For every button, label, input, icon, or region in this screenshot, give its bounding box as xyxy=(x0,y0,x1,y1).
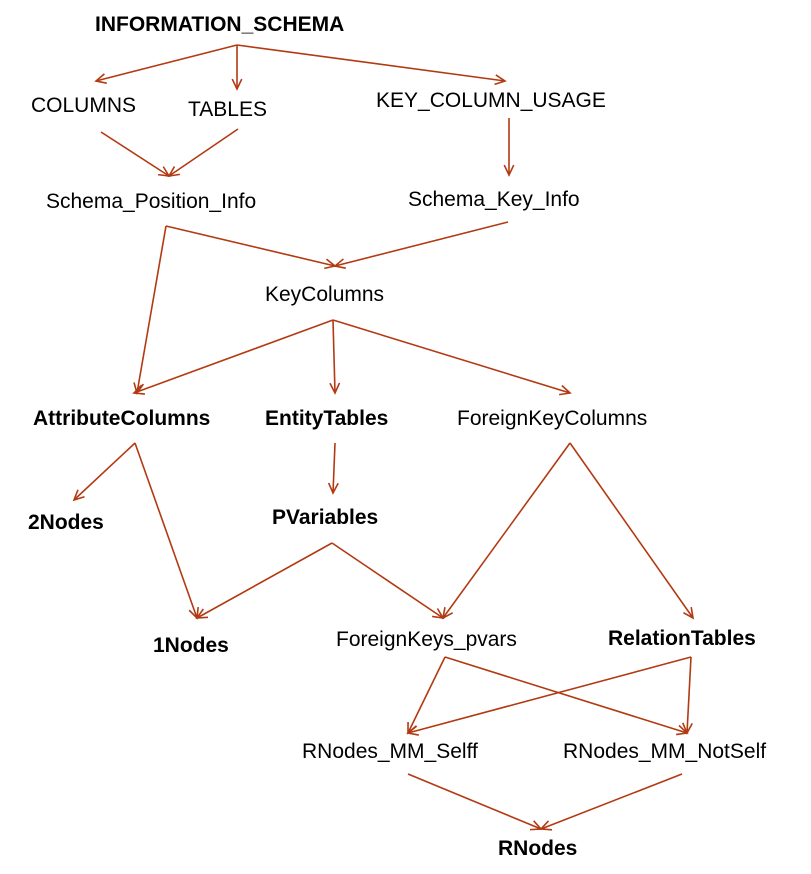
node-pvariables: PVariables xyxy=(272,506,379,529)
node-schema-position-info: Schema_Position_Info xyxy=(46,190,257,213)
edge-entity_tables-to-pvariables xyxy=(327,442,339,495)
arrowhead xyxy=(683,607,695,620)
arrowhead xyxy=(432,608,445,620)
arrowhead xyxy=(682,722,693,735)
node-schema-key-info: Schema_Key_Info xyxy=(408,188,580,211)
edge-pvariables-to-foreign_keys_pvars xyxy=(331,542,445,620)
arrowhead xyxy=(132,384,146,395)
edge-information_schema-to-columns xyxy=(94,44,238,84)
edge-tables-to-schema_position_info xyxy=(167,128,239,178)
edge-schema_position_info-to-key_columns xyxy=(165,225,337,270)
node-foreign-key-columns: ForeignKeyColumns xyxy=(457,407,648,430)
edge-key_columns-to-attribute_columns xyxy=(132,319,334,395)
node-relation-tables: RelationTables xyxy=(608,627,756,650)
arrowhead xyxy=(539,820,553,831)
node-1nodes: 1Nodes xyxy=(153,634,229,657)
node-entity-tables: EntityTables xyxy=(265,407,389,430)
edge-relation_tables-to-rnodes_mm_self xyxy=(406,656,692,736)
edge-attribute_columns-to-two_nodes xyxy=(72,442,136,502)
node-tables: TABLES xyxy=(188,98,267,121)
arrowhead xyxy=(195,608,209,619)
arrowhead xyxy=(157,166,171,178)
node-attribute-columns: AttributeColumns xyxy=(33,407,211,430)
edge-rnodes_mm_self-to-rnodes xyxy=(407,773,543,831)
node-2nodes: 2Nodes xyxy=(28,511,104,534)
arrowhead xyxy=(559,384,572,396)
edge-foreign_keys_pvars-to-rnodes_mm_self xyxy=(407,656,446,735)
edge-key_column_usage-to-schema_key_info xyxy=(503,118,515,177)
edge-pvariables-to-one_nodes xyxy=(195,542,333,619)
arrowhead xyxy=(441,607,454,620)
edge-attribute_columns-to-one_nodes xyxy=(134,442,199,620)
edge-relation_tables-to-rnodes_mm_notself xyxy=(682,656,693,735)
arrowhead xyxy=(494,74,507,86)
edge-information_schema-to-tables xyxy=(231,45,243,91)
edge-columns-to-schema_position_info xyxy=(100,131,171,178)
arrowhead xyxy=(327,482,339,495)
node-rnodes: RNodes xyxy=(498,837,578,860)
edge-schema_position_info-to-attribute_columns xyxy=(133,225,167,395)
node-rnodes-mm-selff: RNodes_MM_Selff xyxy=(302,740,478,763)
arrowhead xyxy=(329,382,341,395)
arrowhead xyxy=(231,78,243,91)
edge-foreign_key_columns-to-relation_tables xyxy=(569,442,695,620)
arrowhead xyxy=(406,725,419,736)
node-information-schema: INFORMATION_SCHEMA xyxy=(95,13,345,36)
arrowhead xyxy=(94,73,107,84)
arrowhead xyxy=(72,489,85,502)
edge-schema_key_info-to-key_columns xyxy=(333,221,509,269)
edge-foreign_key_columns-to-foreign_keys_pvars xyxy=(441,442,571,620)
node-foreignkeys-pvars: ForeignKeys_pvars xyxy=(336,628,517,651)
edge-rnodes_mm_notself-to-rnodes xyxy=(539,773,683,831)
node-columns: COLUMNS xyxy=(31,94,137,117)
edge-information_schema-to-key_column_usage xyxy=(236,44,507,86)
edge-key_columns-to-entity_tables xyxy=(329,319,341,395)
node-key-column-usage: KEY_COLUMN_USAGE xyxy=(376,89,606,112)
arrowhead xyxy=(503,164,515,177)
arrowhead xyxy=(167,166,180,178)
arrowhead xyxy=(333,258,346,269)
edge-key_columns-to-foreign_key_columns xyxy=(332,319,572,396)
node-keycolumns: KeyColumns xyxy=(265,283,385,306)
node-rnodes-mm-notself: RNodes_MM_NotSelf xyxy=(563,740,767,763)
